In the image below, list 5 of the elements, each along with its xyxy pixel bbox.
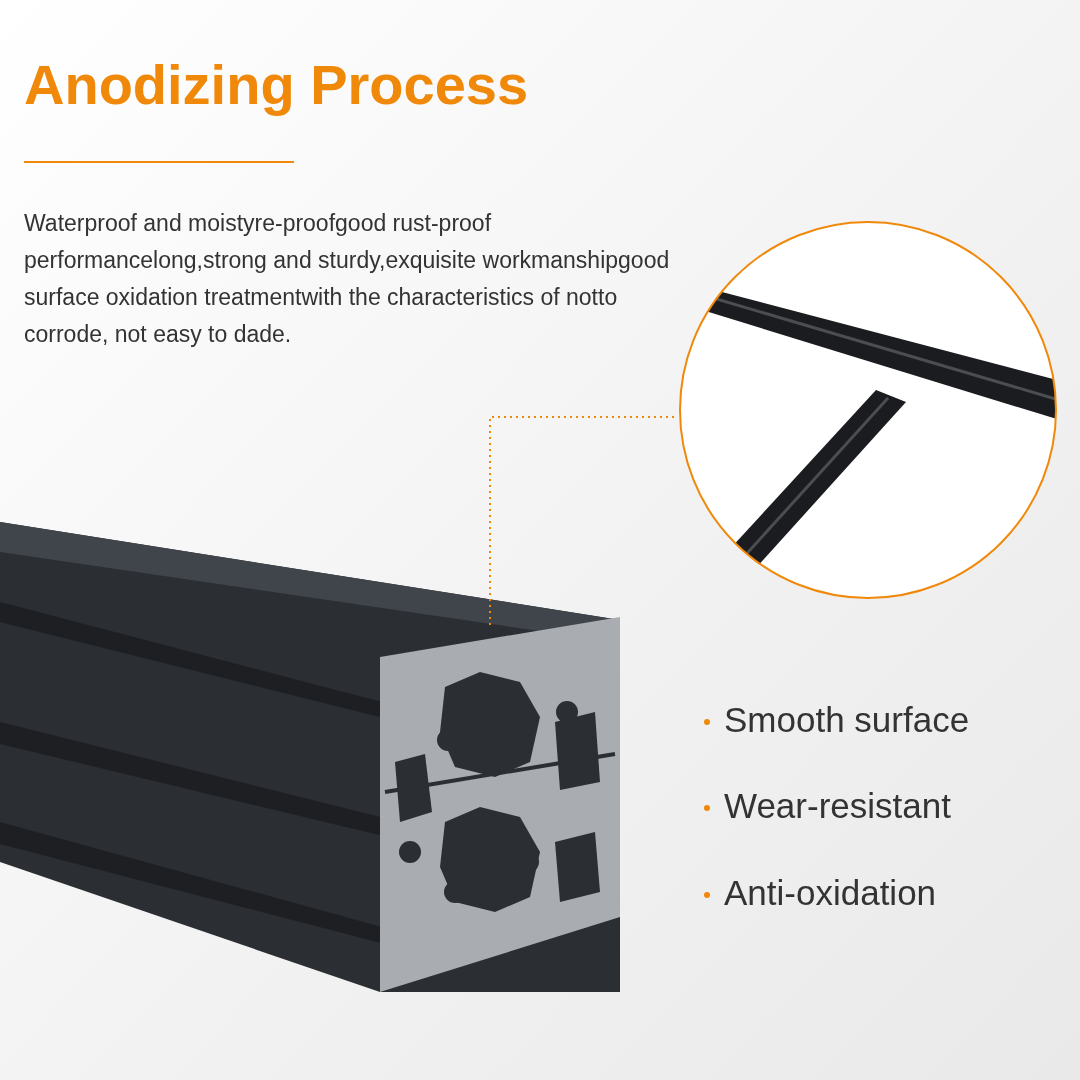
feature-item: Wear-resistant: [724, 786, 951, 826]
feature-item: Smooth surface: [724, 700, 970, 740]
title: Anodizing Process: [24, 52, 529, 117]
feature-item: Anti-oxidation: [724, 873, 937, 913]
description-paragraph: Waterproof and moistyre-proofgood rust-proof performancelong,strong and sturdy,exquisite workmanshipgood surface oxidation treatmentwith the characteristics of notto corrode, not easy to dade.: [24, 209, 671, 349]
